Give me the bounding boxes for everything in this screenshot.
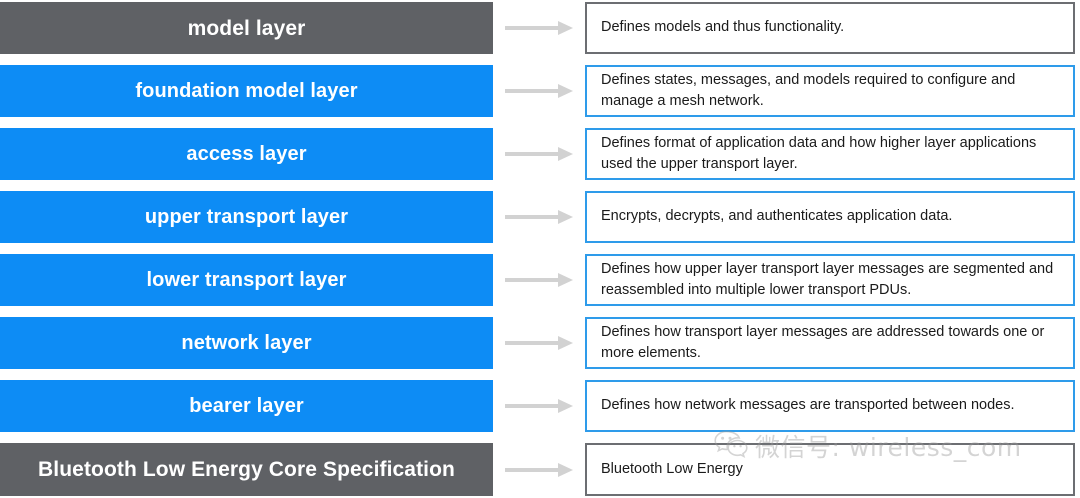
layer-description-box: Encrypts, decrypts, and authenticates ap… <box>585 191 1075 243</box>
layer-row: model layer Defines models and thus funct… <box>0 2 1080 54</box>
layer-description-text: Defines models and thus functionality. <box>601 19 845 36</box>
layer-description-box: Defines states, messages, and models req… <box>585 65 1075 117</box>
layer-description-box: Defines format of application data and h… <box>585 128 1075 180</box>
arrow-cell <box>493 2 585 54</box>
layer-bar[interactable]: access layer <box>0 128 493 180</box>
layer-bar-label: access layer <box>186 143 307 165</box>
layer-bar-label: model layer <box>187 16 306 40</box>
layer-bar[interactable]: foundation model layer <box>0 65 493 117</box>
layer-bar[interactable]: network layer <box>0 317 493 369</box>
arrow-right-icon <box>505 336 573 350</box>
layer-description-text: Defines how upper layer transport layer … <box>601 260 1054 298</box>
layer-row: foundation model layer Defines states, me… <box>0 65 1080 117</box>
arrow-right-icon <box>505 462 573 477</box>
arrow-right-icon <box>505 273 573 287</box>
layer-bar[interactable]: model layer <box>0 2 493 54</box>
layer-description-box: Defines how upper layer transport layer … <box>585 254 1075 306</box>
arrow-cell <box>493 317 585 369</box>
layer-description-text: Defines how network messages are transpo… <box>601 397 1015 414</box>
arrow-right-icon <box>505 399 573 413</box>
layer-row: access layer Defines format of applicatio… <box>0 128 1080 180</box>
layer-row: network layer Defines how transport layer… <box>0 317 1080 369</box>
layer-description-box: Defines how network messages are transpo… <box>585 380 1075 432</box>
arrow-right-icon <box>505 147 573 161</box>
layer-bar-label: upper transport layer <box>144 206 349 228</box>
layer-description-box: Defines how transport layer messages are… <box>585 317 1075 369</box>
layer-description-text: Defines format of application data and h… <box>601 134 1037 172</box>
layer-description-text: Bluetooth Low Energy <box>601 460 743 477</box>
layer-description-box: Bluetooth Low Energy <box>585 443 1075 496</box>
arrow-cell <box>493 380 585 432</box>
layer-bar[interactable]: lower transport layer <box>0 254 493 306</box>
arrow-cell <box>493 254 585 306</box>
arrow-right-icon <box>505 21 573 35</box>
layer-bar[interactable]: Bluetooth Low Energy Core Specification <box>0 443 493 496</box>
layer-row: Bluetooth Low Energy Core Specification B… <box>0 443 1080 496</box>
layer-bar-label: lower transport layer <box>146 269 347 291</box>
layer-description-text: Defines states, messages, and models req… <box>601 71 1016 109</box>
layer-bar-label: network layer <box>181 332 312 354</box>
layer-bar-label: Bluetooth Low Energy Core Specification <box>38 458 455 481</box>
layer-row: upper transport layer Encrypts, decrypts,… <box>0 191 1080 243</box>
layer-row: bearer layer Defines how network messages… <box>0 380 1080 432</box>
arrow-right-icon <box>505 84 573 98</box>
layer-row: lower transport layer Defines how upper l… <box>0 254 1080 306</box>
arrow-right-icon <box>505 210 573 224</box>
arrow-cell <box>493 65 585 117</box>
layer-description-text: Encrypts, decrypts, and authenticates ap… <box>601 208 953 225</box>
layer-bar[interactable]: upper transport layer <box>0 191 493 243</box>
layer-bar-label: foundation model layer <box>135 80 358 102</box>
layer-description-box: Defines models and thus functionality. <box>585 2 1075 54</box>
layer-bar[interactable]: bearer layer <box>0 380 493 432</box>
arrow-cell <box>493 191 585 243</box>
layer-description-text: Defines how transport layer messages are… <box>601 323 1045 361</box>
arrow-cell <box>493 128 585 180</box>
layer-bar-label: bearer layer <box>189 395 304 417</box>
arrow-cell <box>493 443 585 496</box>
